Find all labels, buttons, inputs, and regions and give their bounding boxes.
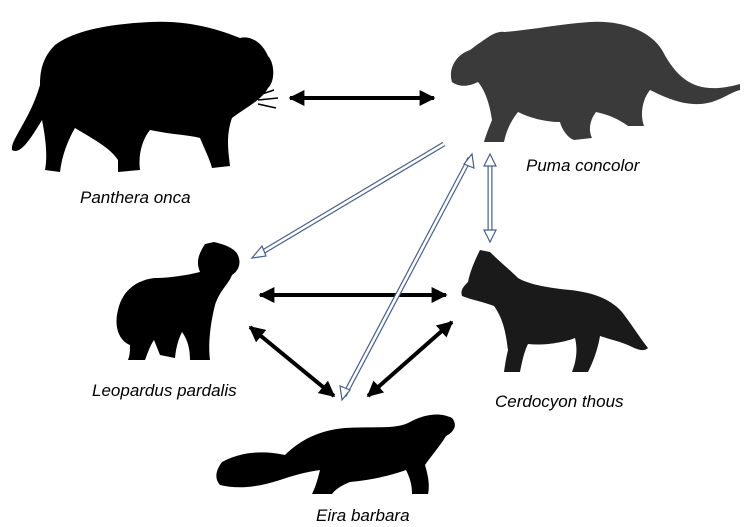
jaguar-silhouette: [12, 22, 278, 172]
fox-silhouette: [461, 250, 648, 372]
label-puma-concolor: Puma concolor: [526, 156, 639, 176]
ocelot-silhouette: [117, 242, 240, 360]
label-eira-barbara: Eira barbara: [316, 506, 410, 526]
arrow-puma-ocelot: [252, 144, 444, 258]
tayra-silhouette: [216, 415, 455, 494]
label-panthera-onca: Panthera onca: [80, 188, 191, 208]
arrow-puma-fox: [484, 154, 496, 242]
arrow-ocelot-tayra: [250, 327, 334, 396]
label-leopardus-pardalis: Leopardus pardalis: [92, 381, 237, 401]
arrow-fox-tayra: [368, 322, 452, 396]
puma-silhouette: [451, 22, 740, 142]
open-arrows: [252, 144, 496, 400]
label-cerdocyon-thous: Cerdocyon thous: [495, 392, 624, 412]
